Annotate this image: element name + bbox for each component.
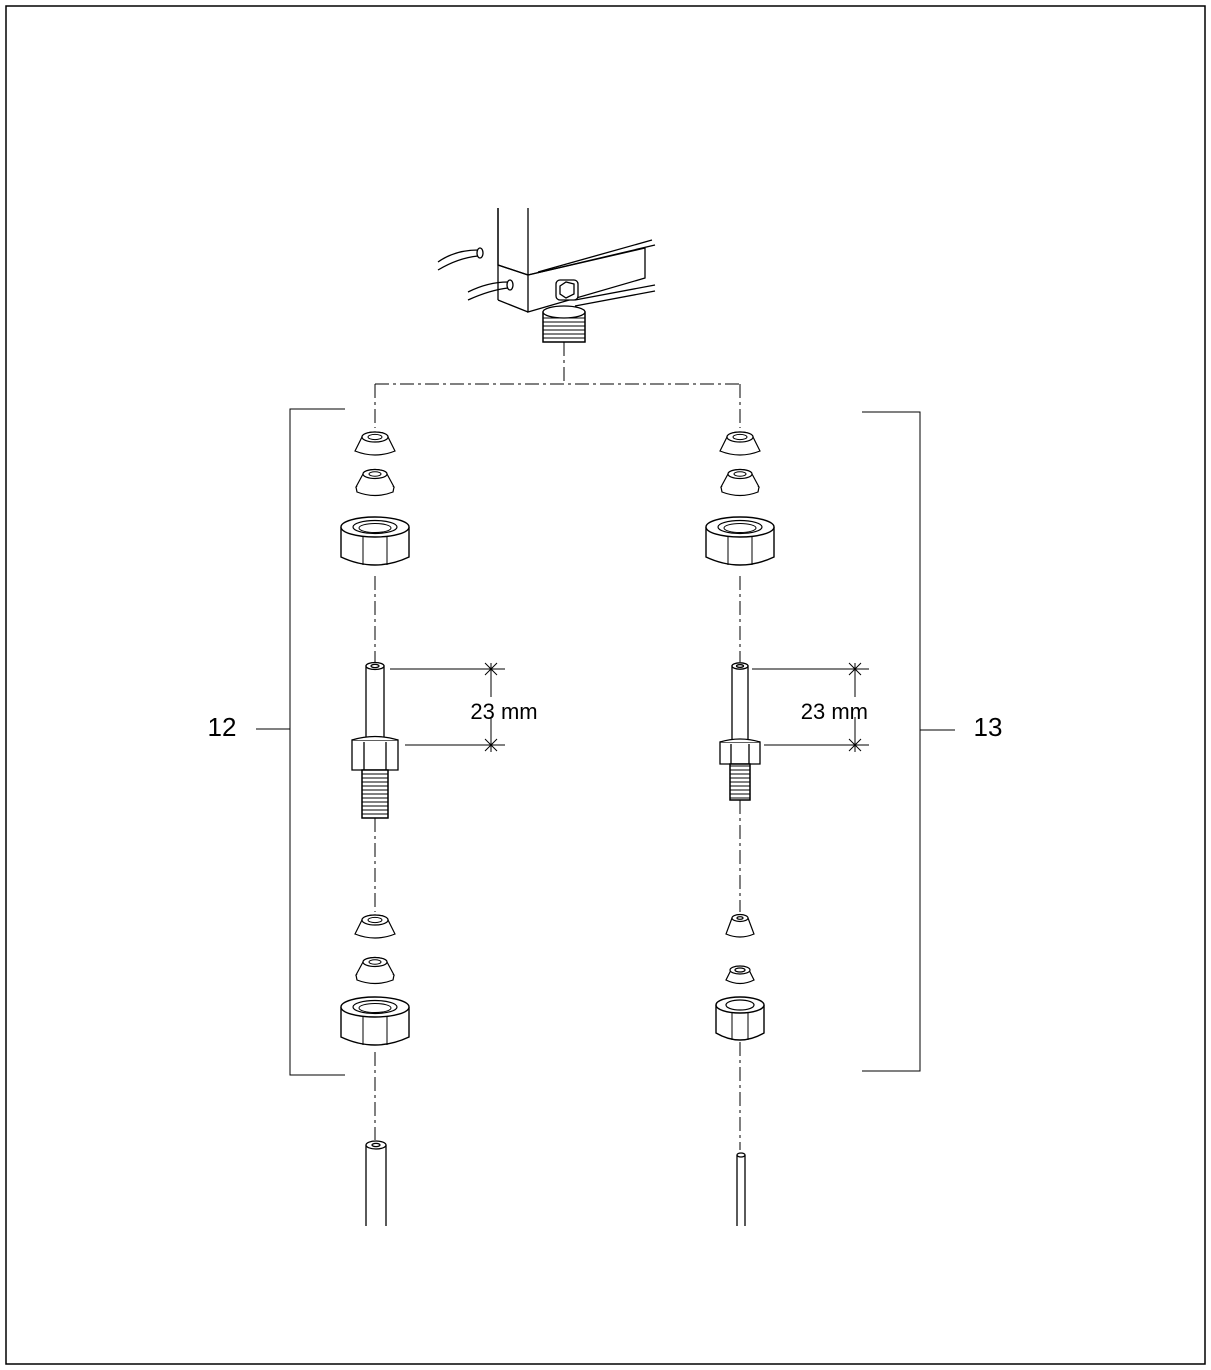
bracket-12 [256,408,345,1076]
union-fitting-icon [719,662,761,801]
dimension-right [752,662,869,752]
assembly-13-parts [705,431,775,1226]
nut-icon [715,996,765,1041]
tube-icon [365,1140,387,1226]
center-lines [374,342,741,1150]
ferrule-icon [354,431,396,456]
dimension-label-left: 23 mm [470,699,537,724]
ferrule-icon [355,956,395,985]
ferrule-icon [355,468,395,497]
ferrule-icon [725,913,755,938]
nut-icon [705,516,775,566]
assembly-12-parts [340,431,410,1226]
device-block [437,208,656,343]
bracket-13 [862,411,955,1072]
page-border [5,5,1206,1365]
callout-label-12: 12 [208,712,237,742]
nut-icon [340,996,410,1046]
callout-label-13: 13 [974,712,1003,742]
ferrule-icon [719,431,761,456]
nut-icon [340,516,410,566]
dimension-label-right: 23 mm [801,699,868,724]
ferrule-icon [720,468,760,497]
dimension-left [390,662,505,752]
tube-icon [736,1152,746,1226]
union-fitting-icon [351,661,399,819]
ferrule-icon [725,965,755,985]
ferrule-icon [354,914,396,939]
